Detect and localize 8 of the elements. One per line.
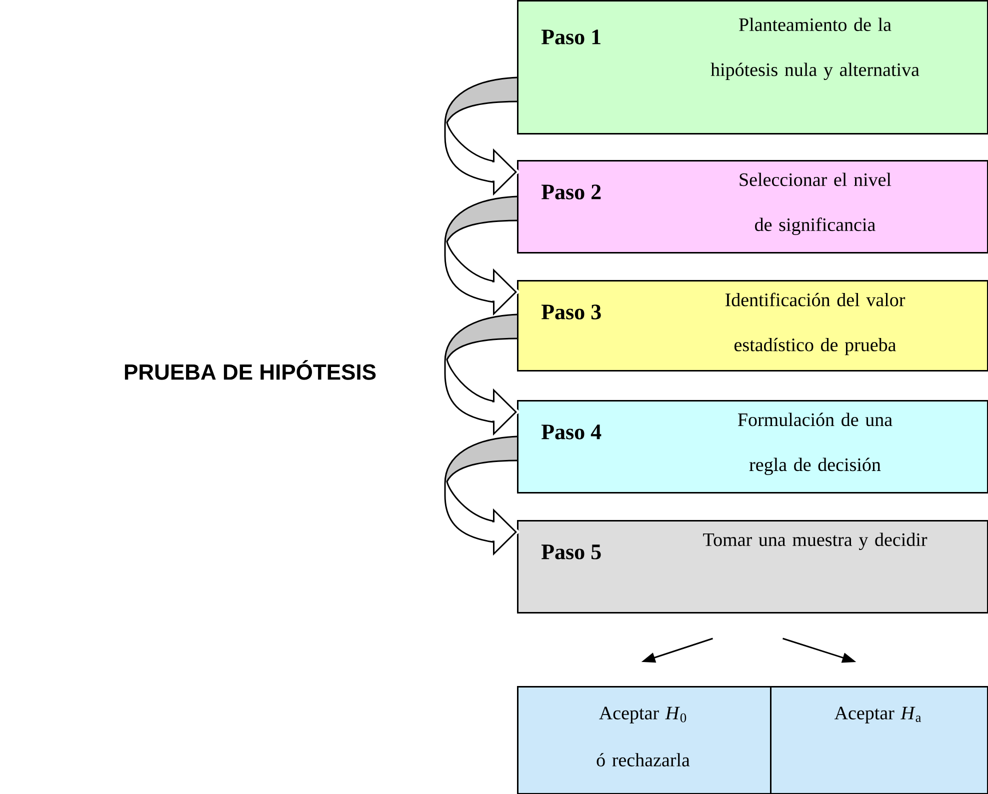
step-box: Paso 3 Identificación del valor estadístico de prueba bbox=[517, 280, 988, 372]
step-box: Aceptar H$_{0}$ ó rechazarla bbox=[517, 686, 772, 794]
step-box: Aceptar H$_{a}$ bbox=[770, 686, 988, 794]
step-box: Paso 1 Planteamiento de la hipótesis nula y alternativa bbox=[517, 0, 988, 134]
title: PRUEBA DE HIPÓTESIS bbox=[124, 360, 376, 380]
step-box: Paso 2 Seleccionar el nivel de significancia bbox=[517, 160, 988, 254]
step-box: Paso 5 Tomar una muestra y decidir bbox=[517, 520, 988, 614]
step-box: Paso 4 Formulación de una regla de decisión bbox=[517, 400, 988, 494]
